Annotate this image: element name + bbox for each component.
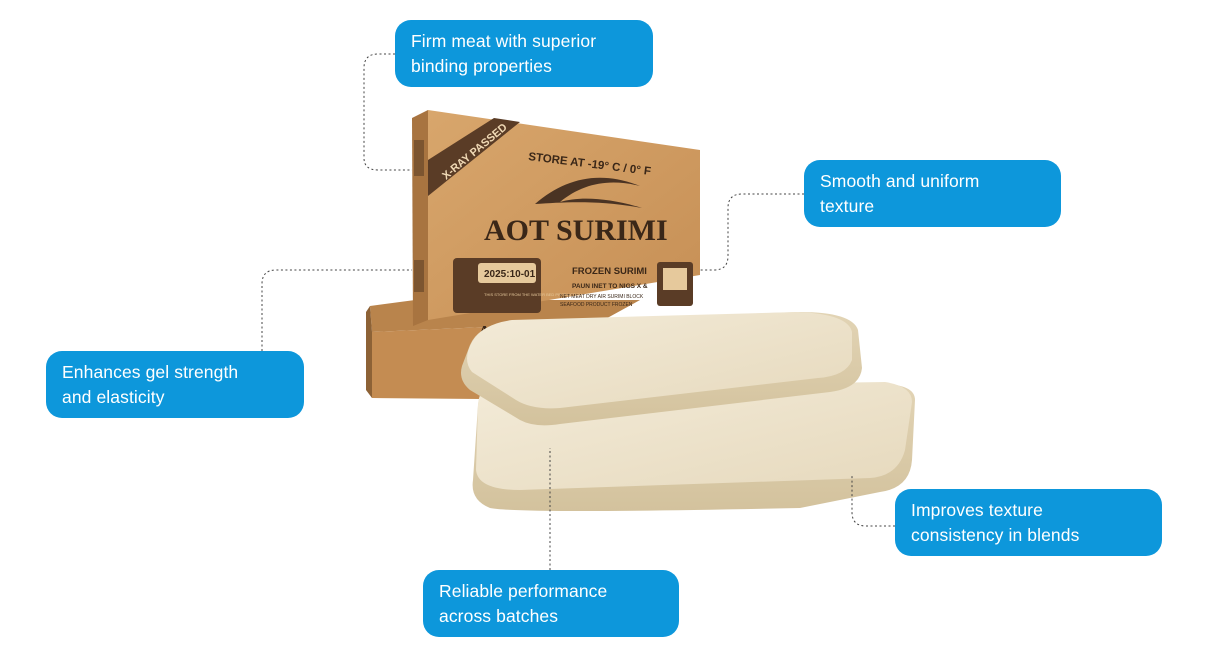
callout-reliable-line1: Reliable performance	[439, 580, 608, 601]
callout-reliable-performance: Reliable performance across batches	[423, 570, 679, 637]
connector-smooth	[700, 193, 804, 271]
callout-texture-consistency: Improves texture consistency in blends	[895, 489, 1162, 556]
connector-firm-meat	[363, 53, 412, 171]
callout-smooth-line1: Smooth and uniform	[820, 170, 980, 191]
callout-texture-line1: Improves texture	[911, 499, 1043, 520]
box-small-line1: PAUN INET TO NIGS X &	[572, 283, 648, 290]
wave-logo-icon	[535, 177, 642, 208]
callout-gel-line2: and elasticity	[62, 386, 165, 407]
callout-gel-strength: Enhances gel strength and elasticity	[46, 351, 304, 418]
box-product: FROZEN SURIMI	[572, 266, 647, 277]
callout-smooth-texture: Smooth and uniform texture	[804, 160, 1061, 227]
box-label-note: THIS STORE FROM THE WATER BED PRODUCTION	[484, 292, 582, 297]
connectors	[261, 53, 895, 570]
callout-firm-meat: Firm meat with superior binding properti…	[395, 20, 653, 87]
surimi-block-front	[461, 312, 862, 426]
callout-texture-line2: consistency in blends	[911, 524, 1080, 545]
box-date: 2025:10-01	[484, 269, 536, 280]
callout-smooth-line2: texture	[820, 195, 875, 216]
callout-gel-line1: Enhances gel strength	[62, 361, 239, 382]
connector-gel	[261, 269, 412, 351]
box-brand: AOT SURIMI	[484, 214, 668, 247]
callout-firm-meat-line2: binding properties	[411, 55, 552, 76]
box-small-line2: NET MEAT DRY AIR SURIMI BLOCK	[560, 294, 644, 300]
surimi-box: X-RAY PASSED STORE AT -19° C / 0° F AOT …	[412, 110, 700, 326]
callout-reliable-line2: across batches	[439, 605, 559, 626]
box-small-line3: SEAFOOD PRODUCT FROZEN	[560, 302, 633, 308]
callout-firm-meat-line1: Firm meat with superior	[411, 30, 597, 51]
